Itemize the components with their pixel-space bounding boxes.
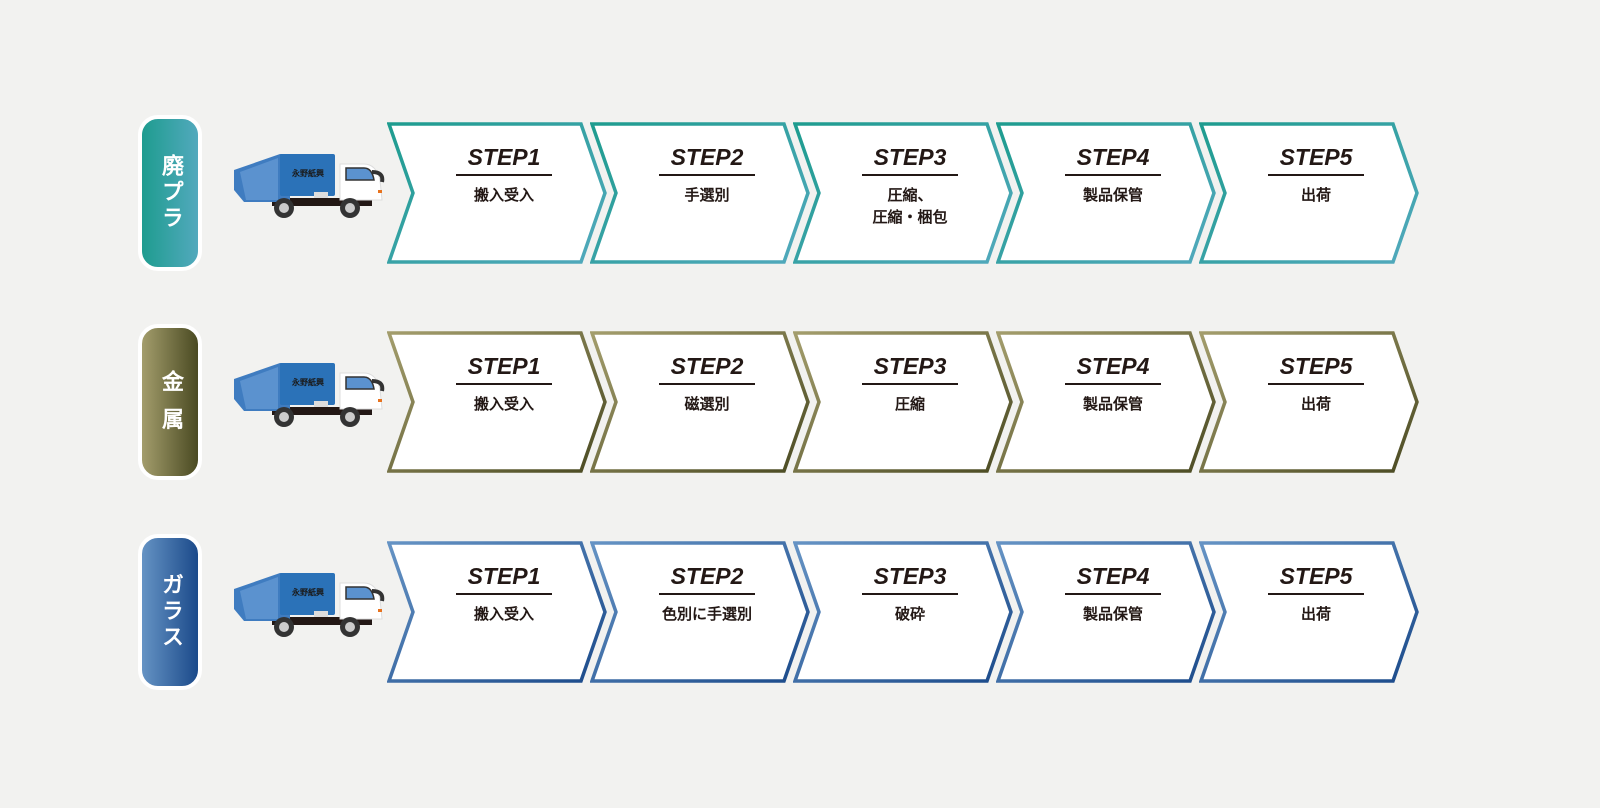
truck: 永野紙興	[232, 569, 386, 645]
step-number: STEP3	[862, 353, 958, 385]
step-chevron: STEP1 搬入受入	[387, 541, 609, 683]
truck-company-label: 永野紙興	[291, 587, 324, 597]
step-chevron: STEP3 圧縮	[793, 331, 1015, 473]
step-chevron: STEP5 出荷	[1199, 331, 1421, 473]
category-label: ガラス	[138, 534, 202, 690]
chevron-shape	[996, 331, 1216, 473]
step-description: 圧縮、 圧縮・梱包	[872, 186, 948, 226]
chevron-shape	[996, 541, 1216, 683]
step-description: 搬入受入	[473, 186, 534, 204]
step-number: STEP4	[1065, 353, 1161, 385]
truck: 永野紙興	[232, 359, 386, 435]
step-chevron: STEP4 製品保管	[996, 122, 1218, 264]
step-description: 圧縮	[894, 395, 925, 413]
step-chevron: STEP2 磁選別	[590, 331, 812, 473]
step-description: 搬入受入	[473, 395, 534, 413]
step-chevron: STEP1 搬入受入	[387, 331, 609, 473]
chevron-shape	[1199, 541, 1419, 683]
truck-company-label: 永野紙興	[291, 377, 324, 387]
category-text: ガラス	[158, 573, 183, 651]
step-number: STEP2	[659, 353, 755, 385]
process-row: 廃プラ 永野紙興 STEP1 搬入受入 STEP2 手選別	[0, 115, 1600, 275]
chevron-shape	[793, 541, 1013, 683]
step-number: STEP2	[659, 144, 755, 176]
step-number: STEP4	[1065, 144, 1161, 176]
step-chevron: STEP2 色別に手選別	[590, 541, 812, 683]
step-number: STEP1	[456, 563, 552, 595]
step-number: STEP5	[1268, 563, 1364, 595]
step-description: 出荷	[1300, 605, 1331, 623]
chevron-shape	[793, 331, 1013, 473]
garbage-truck-icon: 永野紙興	[234, 154, 385, 218]
process-row: ガラス 永野紙興 STEP1 搬入受入 STEP2 色別に手選別	[0, 534, 1600, 694]
step-description: 搬入受入	[473, 605, 534, 623]
chevron-shape	[387, 122, 607, 264]
category-label: 廃プラ	[138, 115, 202, 271]
step-chevron: STEP3 破砕	[793, 541, 1015, 683]
step-description: 出荷	[1300, 395, 1331, 413]
step-chevron: STEP5 出荷	[1199, 541, 1421, 683]
step-number: STEP3	[862, 563, 958, 595]
chevron-shape	[590, 122, 810, 264]
chevron-shape	[590, 331, 810, 473]
step-description: 手選別	[684, 186, 730, 204]
step-number: STEP4	[1065, 563, 1161, 595]
step-chevron: STEP5 出荷	[1199, 122, 1421, 264]
garbage-truck-icon: 永野紙興	[234, 363, 385, 427]
process-row: 金 属 永野紙興 STEP1 搬入受入 STEP2 磁選別	[0, 324, 1600, 484]
category-label: 金 属	[138, 324, 202, 480]
step-number: STEP5	[1268, 144, 1364, 176]
chevron-shape	[590, 541, 810, 683]
step-number: STEP1	[456, 144, 552, 176]
step-description: 出荷	[1300, 186, 1331, 204]
chevron-shape	[996, 122, 1216, 264]
category-text: 金 属	[158, 370, 183, 434]
step-number: STEP3	[862, 144, 958, 176]
chevron-shape	[387, 331, 607, 473]
step-number: STEP1	[456, 353, 552, 385]
step-number: STEP5	[1268, 353, 1364, 385]
step-description: 破砕	[894, 605, 925, 623]
truck: 永野紙興	[232, 150, 386, 226]
step-description: 製品保管	[1082, 395, 1143, 413]
step-chevron: STEP4 製品保管	[996, 331, 1218, 473]
chevron-shape	[1199, 122, 1419, 264]
step-description: 製品保管	[1082, 186, 1143, 204]
step-description: 磁選別	[684, 395, 730, 413]
truck-company-label: 永野紙興	[291, 168, 324, 178]
category-text: 廃プラ	[158, 154, 183, 232]
step-number: STEP2	[659, 563, 755, 595]
step-chevron: STEP2 手選別	[590, 122, 812, 264]
step-chevron: STEP3 圧縮、 圧縮・梱包	[793, 122, 1015, 264]
chevron-shape	[387, 541, 607, 683]
garbage-truck-icon: 永野紙興	[234, 573, 385, 637]
step-description: 製品保管	[1082, 605, 1143, 623]
step-chevron: STEP1 搬入受入	[387, 122, 609, 264]
step-chevron: STEP4 製品保管	[996, 541, 1218, 683]
chevron-shape	[793, 122, 1013, 264]
step-description: 色別に手選別	[661, 605, 752, 623]
chevron-shape	[1199, 331, 1419, 473]
